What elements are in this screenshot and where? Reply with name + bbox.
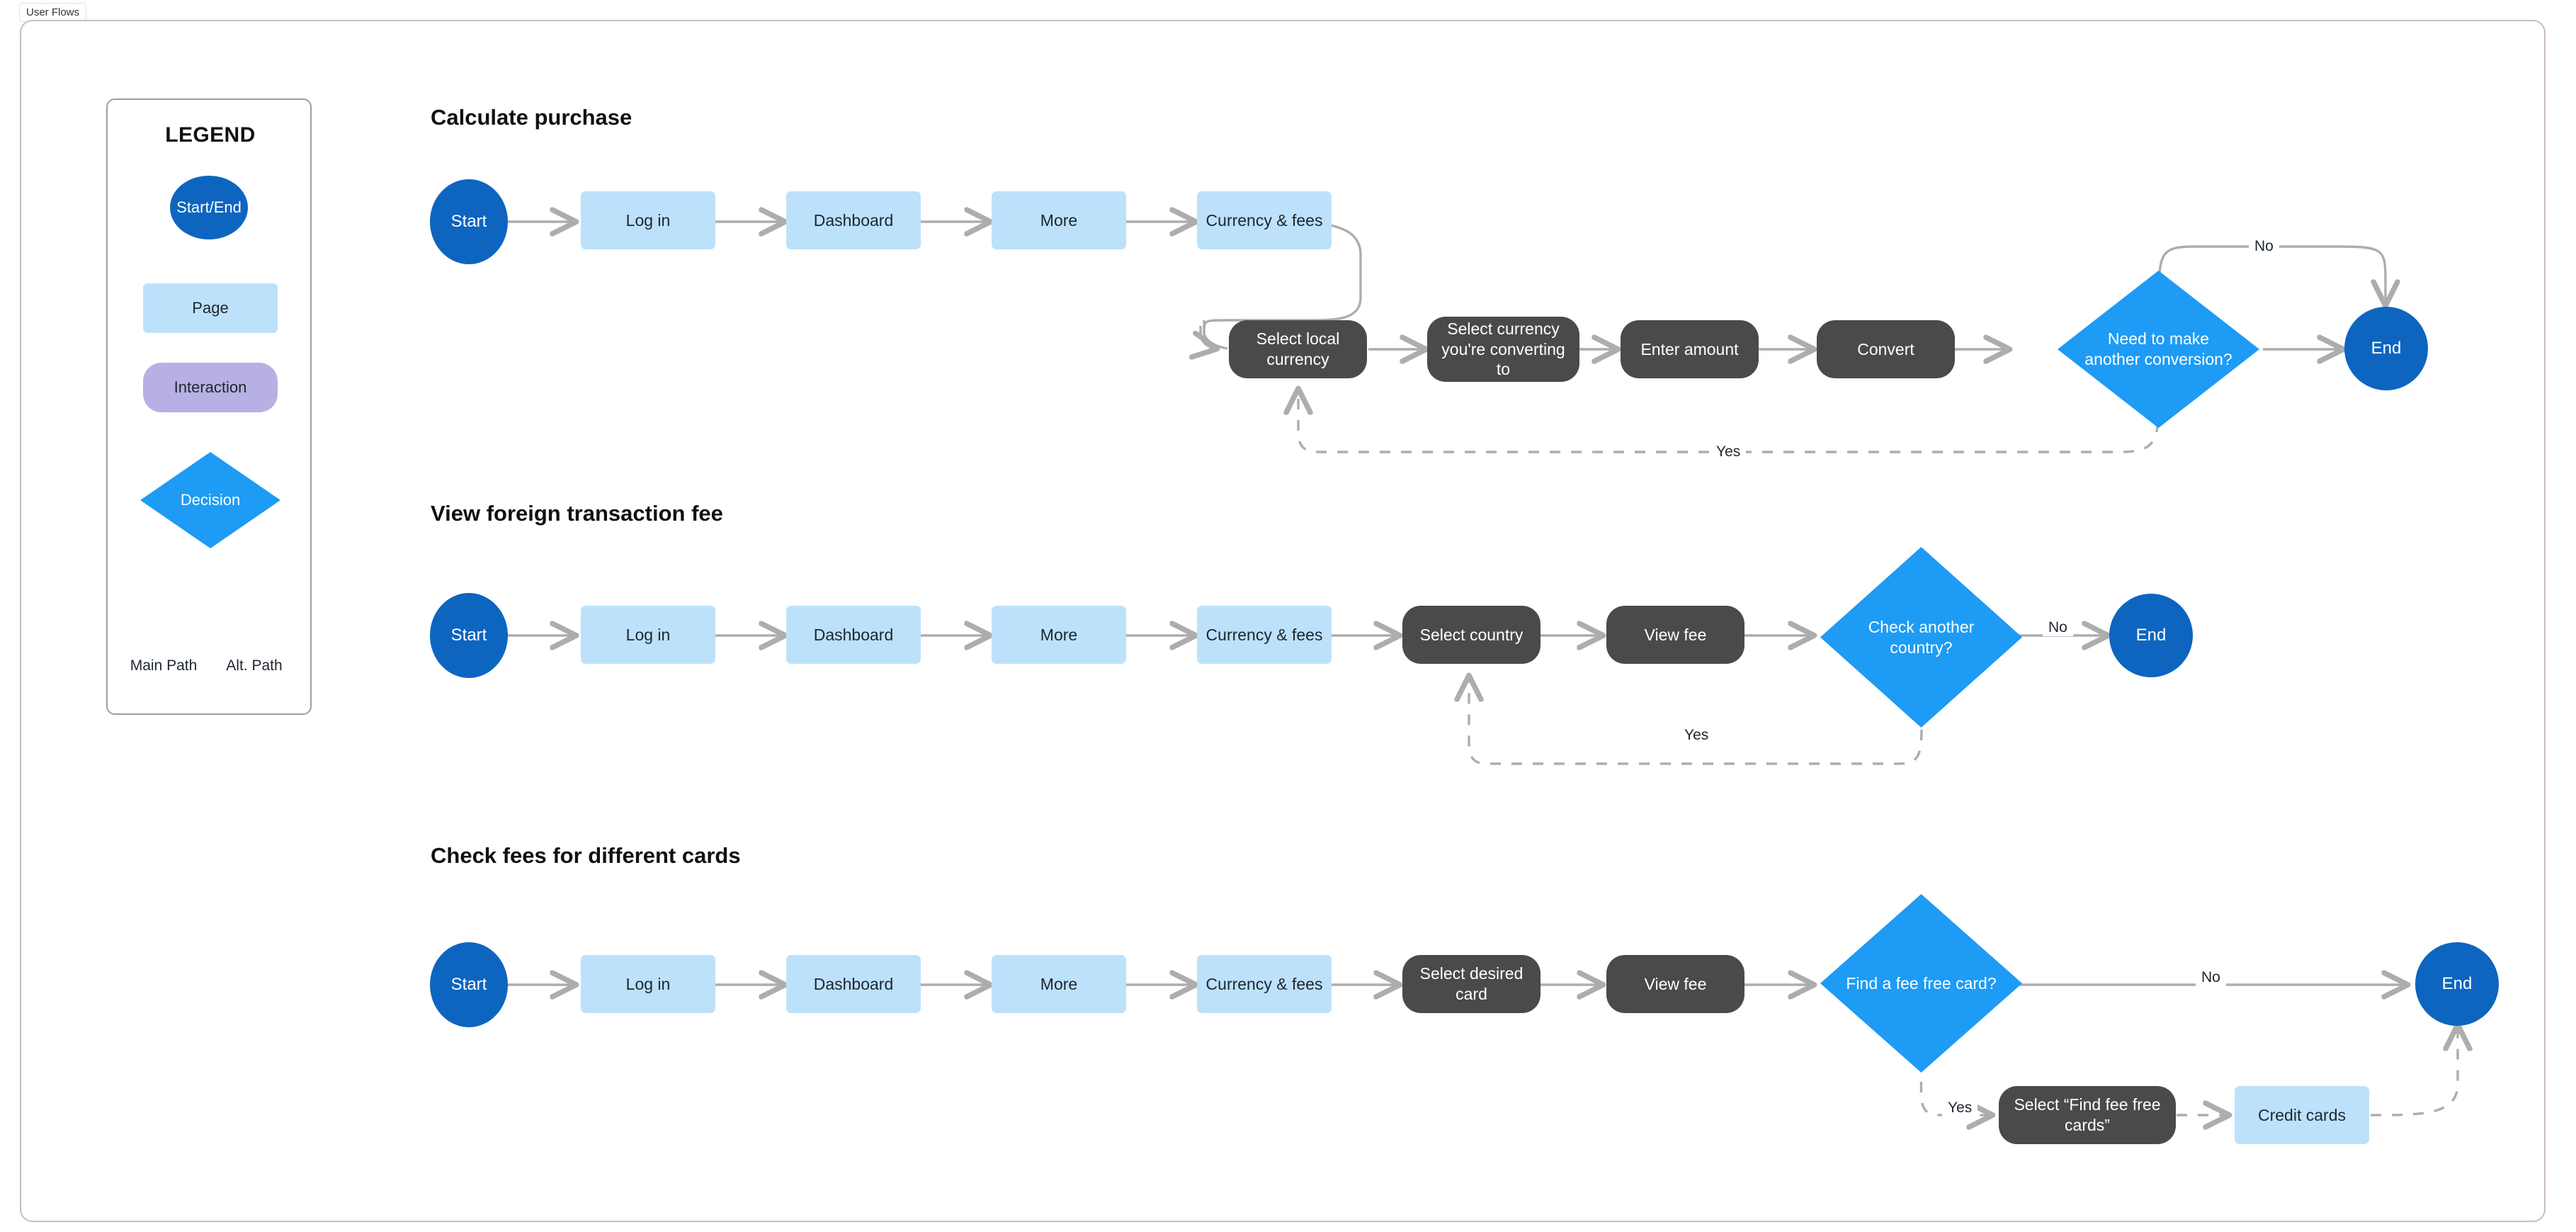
node-f3-dashboard[interactable]: Dashboard — [786, 955, 921, 1013]
edge-label-f2-yes: Yes — [1679, 727, 1715, 744]
node-f3-select-desired-card[interactable]: Select desired card — [1402, 955, 1541, 1013]
legend-item-start-end: Start/End — [170, 176, 248, 239]
legend-item-label: Start/End — [176, 198, 242, 216]
node-f3-currency-fees[interactable]: Currency & fees — [1197, 955, 1332, 1013]
node-f2-log-in[interactable]: Log in — [581, 606, 715, 664]
node-f3-log-in[interactable]: Log in — [581, 955, 715, 1013]
node-f3-end[interactable]: End — [2415, 942, 2499, 1026]
node-f3-decision-find-fee-free-card[interactable]: Find a fee free card? — [1820, 894, 2022, 1073]
edge-label-f3-no: No — [2196, 969, 2226, 986]
node-f2-dashboard[interactable]: Dashboard — [786, 606, 921, 664]
node-f1-select-currency-converting-to[interactable]: Select currency you're converting to — [1427, 317, 1579, 382]
legend-main-path-label: Main Path — [130, 657, 198, 674]
flow-title-view-foreign-transaction-fee: View foreign transaction fee — [431, 501, 723, 526]
node-f1-more[interactable]: More — [992, 191, 1126, 249]
node-f1-dashboard[interactable]: Dashboard — [786, 191, 921, 249]
node-f2-start[interactable]: Start — [430, 593, 508, 678]
node-f1-convert[interactable]: Convert — [1817, 320, 1955, 378]
edge-label-f2-no: No — [2043, 619, 2073, 636]
node-f1-select-local-currency[interactable]: Select local currency — [1229, 320, 1367, 378]
frame-tab-label[interactable]: User Flows — [19, 3, 87, 23]
node-f3-credit-cards[interactable]: Credit cards — [2235, 1086, 2369, 1144]
node-f1-decision-another-conversion[interactable]: Need to make another conversion? — [2058, 271, 2259, 428]
node-f1-start[interactable]: Start — [430, 179, 508, 264]
legend-title: LEGEND — [165, 123, 256, 147]
node-f1-enter-amount[interactable]: Enter amount — [1621, 320, 1759, 378]
legend-item-label: Page — [192, 299, 229, 317]
node-f2-view-fee[interactable]: View fee — [1606, 606, 1744, 664]
node-f2-more[interactable]: More — [992, 606, 1126, 664]
node-f2-currency-fees[interactable]: Currency & fees — [1197, 606, 1332, 664]
node-f3-select-find-fee-free-cards[interactable]: Select “Find fee free cards” — [1999, 1086, 2176, 1144]
node-f3-more[interactable]: More — [992, 955, 1126, 1013]
flow-title-calculate-purchase: Calculate purchase — [431, 105, 632, 130]
legend-item-interaction: Interaction — [143, 363, 278, 412]
edge-label-f1-yes: Yes — [1710, 443, 1747, 460]
node-f1-end[interactable]: End — [2344, 307, 2428, 390]
legend-item-page: Page — [143, 283, 278, 333]
flow-title-check-fees-for-different-cards: Check fees for different cards — [431, 843, 741, 868]
node-f2-end[interactable]: End — [2109, 594, 2193, 677]
legend-item-decision: Decision — [140, 452, 280, 548]
legend-item-label: Decision — [180, 491, 241, 509]
edge-label-f3-yes: Yes — [1942, 1100, 1978, 1117]
node-f1-currency-fees[interactable]: Currency & fees — [1197, 191, 1332, 249]
legend-item-label: Interaction — [174, 378, 247, 396]
node-f3-view-fee[interactable]: View fee — [1606, 955, 1744, 1013]
node-f2-select-country[interactable]: Select country — [1402, 606, 1541, 664]
edge-label-f1-no: No — [2249, 238, 2279, 255]
node-f1-log-in[interactable]: Log in — [581, 191, 715, 249]
node-f2-decision-check-another-country[interactable]: Check another country? — [1820, 547, 2022, 728]
legend-alt-path-label: Alt. Path — [226, 657, 283, 674]
node-f3-start[interactable]: Start — [430, 942, 508, 1027]
